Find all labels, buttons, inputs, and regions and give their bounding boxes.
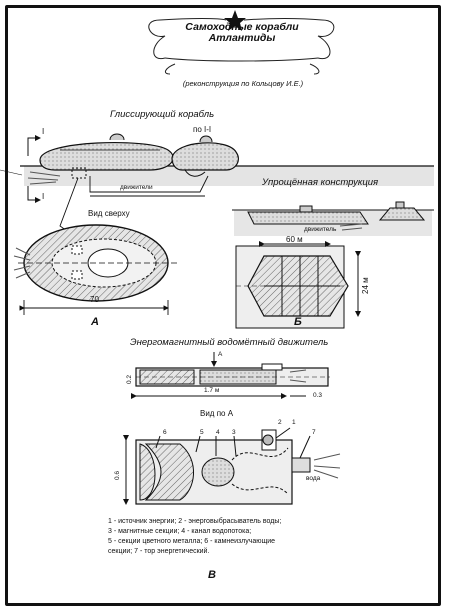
page-subtitle: (реконструкция по Кольцову И.Е.): [182, 79, 304, 88]
section-mark-lines: [27, 135, 41, 203]
header-ornament: [148, 18, 335, 75]
legend-line-3: 5 - секции цветного металла; 6 - камнеиз…: [108, 538, 276, 545]
title-line-2: Атлантиды: [208, 32, 276, 44]
star-icon: [224, 10, 246, 31]
section-a-letter: А: [91, 316, 99, 328]
part-number-2: 2: [278, 419, 282, 426]
length-60m: 60 м: [286, 235, 303, 244]
legend-line-2: 3 - магнитные секции; 4 - канал водопото…: [108, 528, 252, 535]
legend-line-4: секции; 7 - тор энергетический.: [108, 548, 210, 555]
section-a-heading: Глиссирующий корабль: [110, 109, 215, 120]
section-b-heading: Упрощённая конструкция: [262, 177, 379, 188]
top-view-label: Вид сверху: [88, 209, 130, 218]
section-view-label: по I-I: [193, 125, 212, 134]
legend: 1 - источник энергии; 2 - энерговыбрасыв…: [108, 517, 358, 557]
planing-ship-top-view: [13, 224, 180, 302]
part-number-4: 4: [216, 429, 220, 436]
view-arrow-label: А: [218, 351, 223, 358]
height-dim: 0.2: [126, 374, 133, 384]
engine-label-b: движитель: [304, 226, 337, 233]
part-number-1: 1: [292, 419, 296, 426]
part-number-6: 6: [163, 429, 167, 436]
simplified-top-view: [235, 241, 361, 329]
part-number-5: 5: [200, 429, 204, 436]
planing-ship-cross-section: [171, 135, 239, 177]
outlet-dim: 0.3: [313, 392, 323, 399]
title-line-1: Самоходные корабли: [185, 21, 299, 33]
part-number-7: 7: [312, 429, 316, 436]
dimension-70: 70: [90, 295, 99, 304]
part-number-3: 3: [232, 429, 236, 436]
engine-side-view: [131, 352, 330, 399]
width-dim: 0.6: [114, 470, 121, 480]
dimension-70-line: [19, 300, 169, 315]
page-title: Самоходные корабли Атлантиды: [176, 22, 308, 44]
planing-ship-side-view: [0, 133, 434, 186]
section-b-letter: Б: [294, 316, 302, 328]
section-mark-top: I: [42, 127, 45, 136]
outer-frame: [5, 5, 441, 606]
legend-line-1: 1 - источник энергии; 2 - энерговыбрасыв…: [108, 518, 282, 525]
simplified-side-view: [232, 201, 434, 236]
engine-top-view: [123, 427, 341, 505]
section-c-heading: Энергомагнитный водомётный движитель: [130, 337, 329, 348]
section-mark-bottom: I: [42, 192, 45, 201]
water-label: вода: [306, 475, 321, 482]
length-dim: 1.7 м: [204, 387, 220, 394]
section-c-letter: В: [208, 569, 216, 581]
view-label: Вид по А: [200, 409, 234, 418]
engines-label: движители: [120, 184, 153, 191]
width-24m: 24 м: [361, 277, 370, 294]
